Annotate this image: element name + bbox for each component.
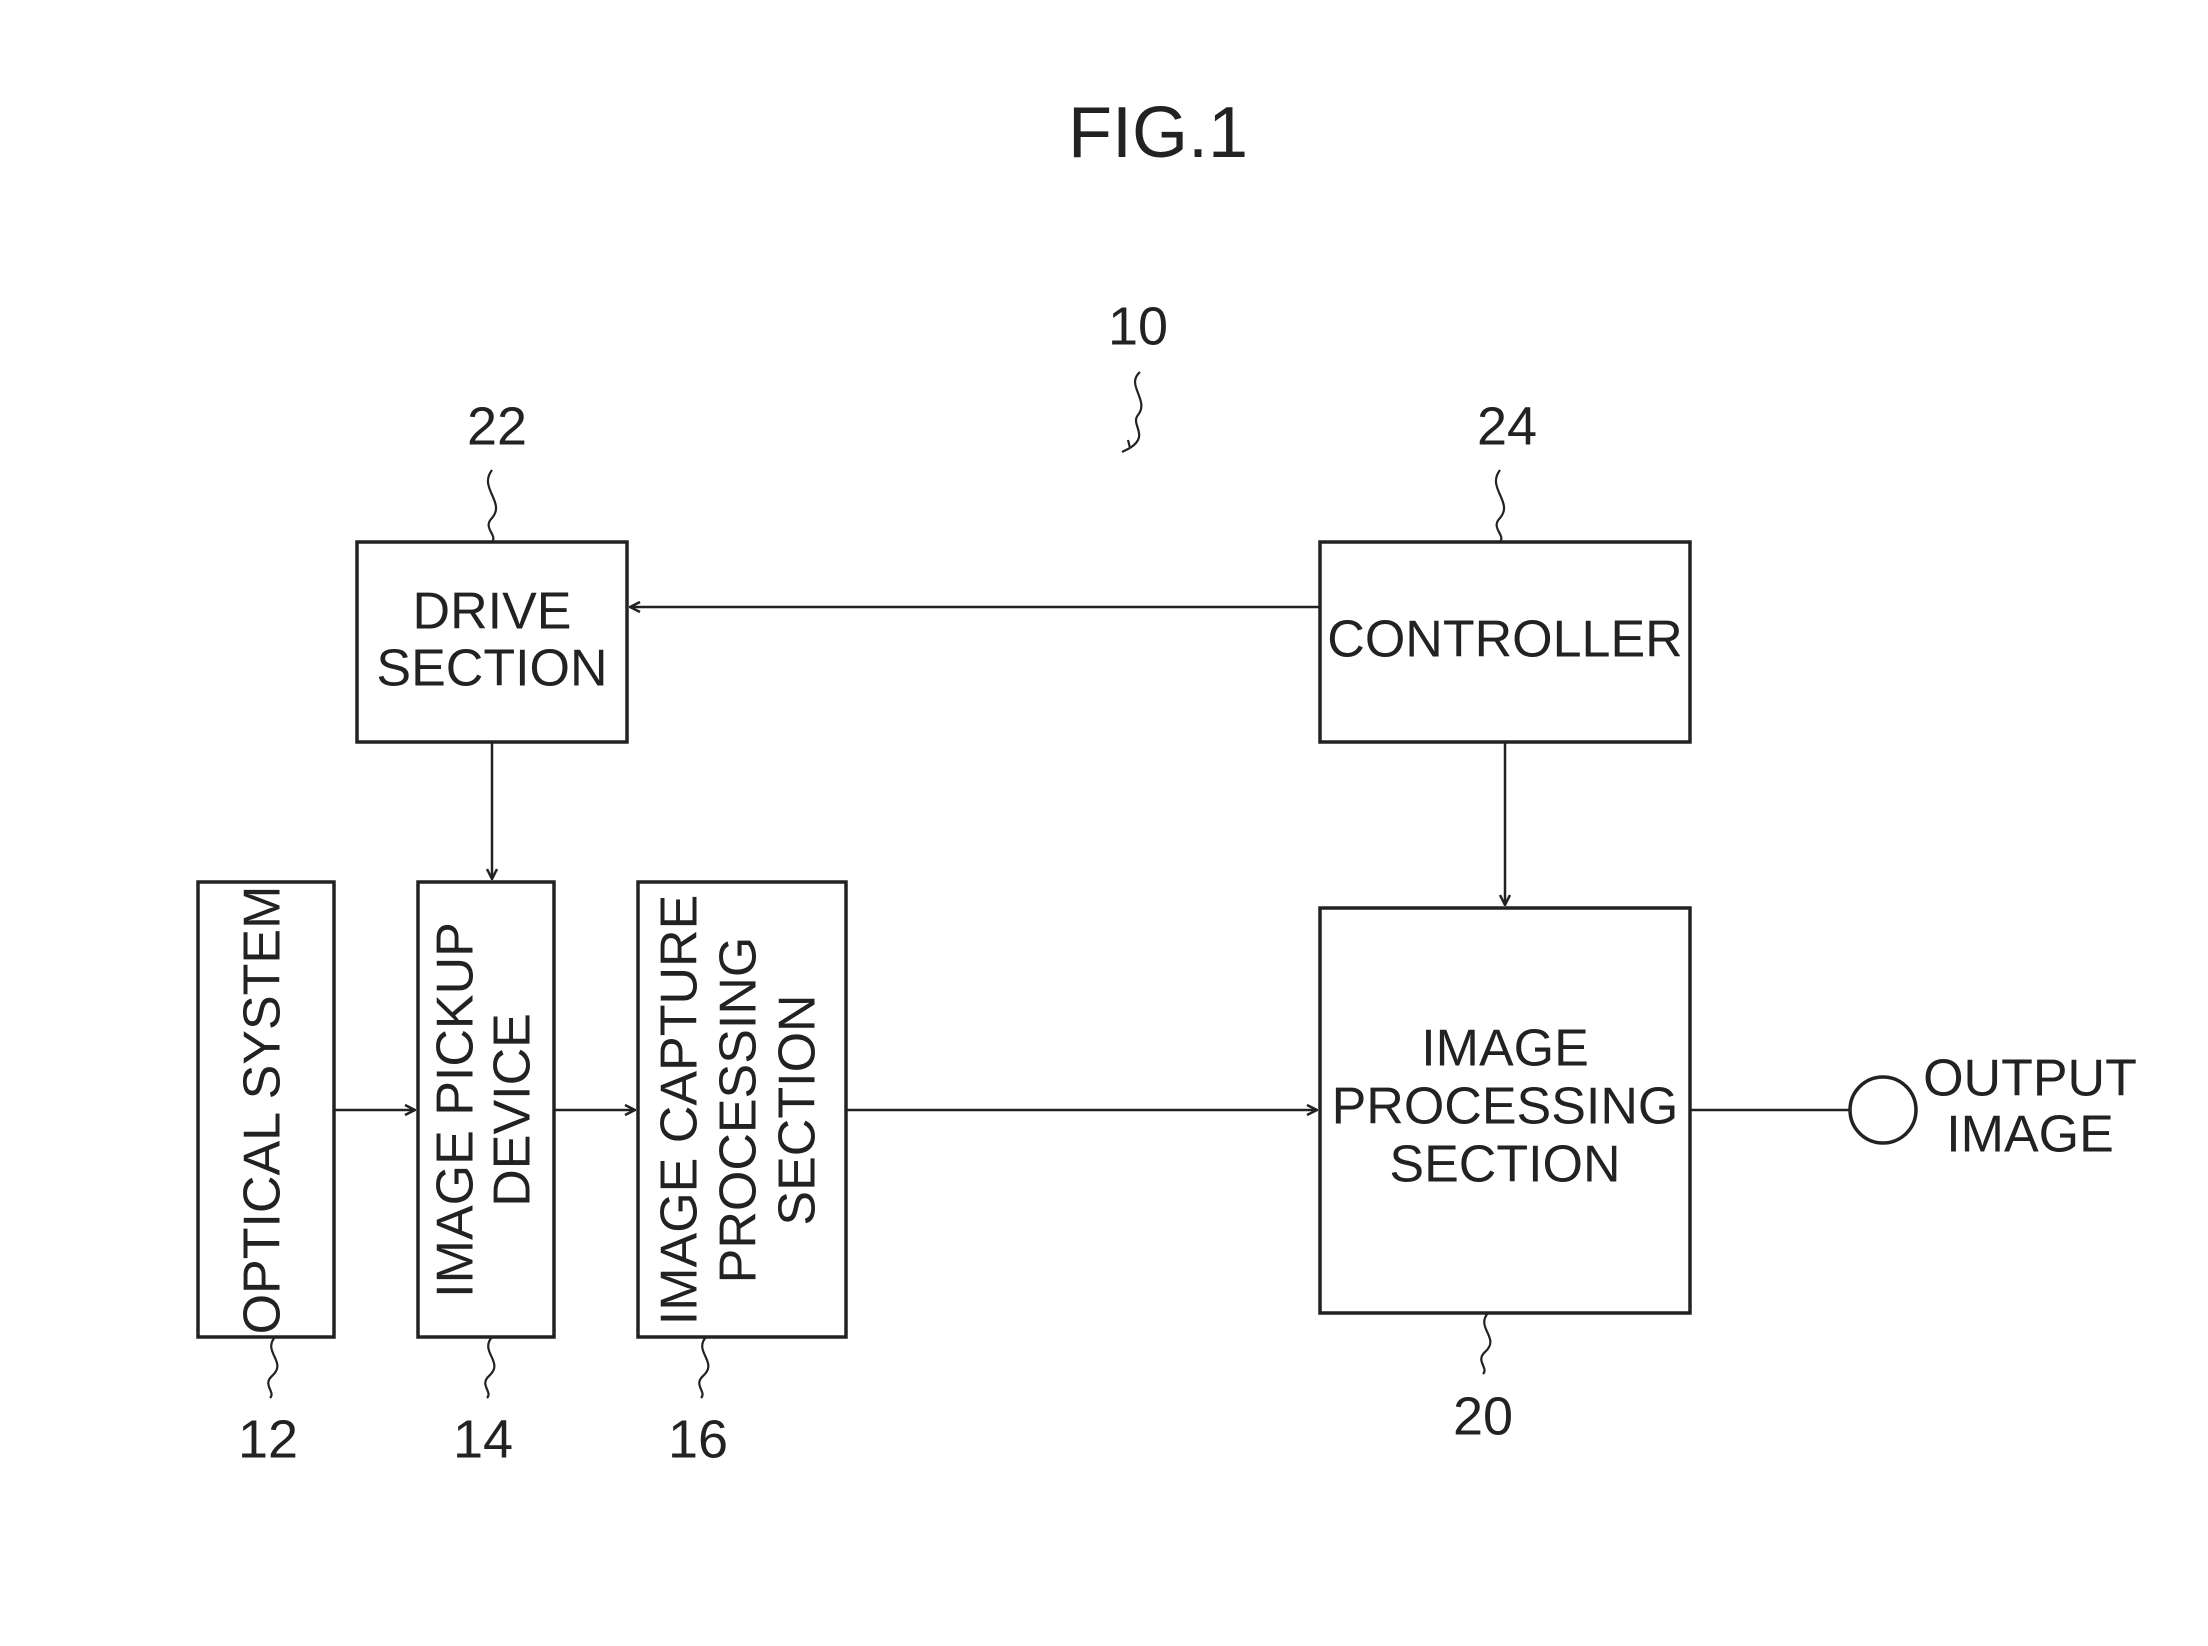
output-terminal [1850,1077,1916,1143]
controller-block: CONTROLLER [1320,542,1690,742]
image-capture-processing-ref-number: 16 [668,1409,728,1469]
image-capture-processing-label-line3: SECTION [769,994,827,1225]
optical-system-leader [268,1337,277,1398]
image-capture-processing-section-block: IMAGE CAPTURE PROCESSING SECTION [638,882,846,1337]
drive-section-label-line1: DRIVE [413,583,572,641]
image-pickup-device-label-line2: DEVICE [484,1013,542,1207]
image-processing-section-block: IMAGE PROCESSING SECTION [1320,908,1690,1313]
output-label-line1: OUTPUT [1923,1050,2137,1108]
image-processing-label-line1: IMAGE [1421,1020,1589,1078]
figure-title: FIG.1 [1068,93,1248,173]
drive-section-ref-number: 22 [467,396,527,456]
image-pickup-device-block: IMAGE PICKUP DEVICE [418,882,554,1337]
image-capture-processing-label-line2: PROCESSING [710,937,768,1284]
system-ref-arrow-tip [1122,440,1130,452]
system-ref-number: 10 [1108,296,1168,356]
image-capture-processing-leader [699,1337,708,1398]
drive-section-block: DRIVE SECTION [357,542,627,742]
image-pickup-device-ref-number: 14 [453,1409,513,1469]
controller-leader [1496,470,1504,542]
image-processing-leader [1481,1313,1490,1374]
optical-system-label: OPTICAL SYSTEM [234,886,292,1335]
image-capture-processing-label-line1: IMAGE CAPTURE [651,895,709,1326]
controller-label: CONTROLLER [1327,611,1682,669]
controller-ref-number: 24 [1477,396,1537,456]
system-ref-leader [1130,372,1141,448]
image-pickup-device-label-line1: IMAGE PICKUP [427,922,485,1298]
optical-system-block: OPTICAL SYSTEM [198,882,334,1337]
optical-system-ref-number: 12 [238,1409,298,1469]
image-processing-ref-number: 20 [1453,1386,1513,1446]
drive-section-leader [488,470,496,542]
output-label-line2: IMAGE [1946,1106,2114,1164]
image-processing-label-line3: SECTION [1389,1136,1620,1194]
image-processing-label-line2: PROCESSING [1332,1078,1679,1136]
drive-section-label-line2: SECTION [376,640,607,698]
image-pickup-device-leader [485,1337,494,1398]
